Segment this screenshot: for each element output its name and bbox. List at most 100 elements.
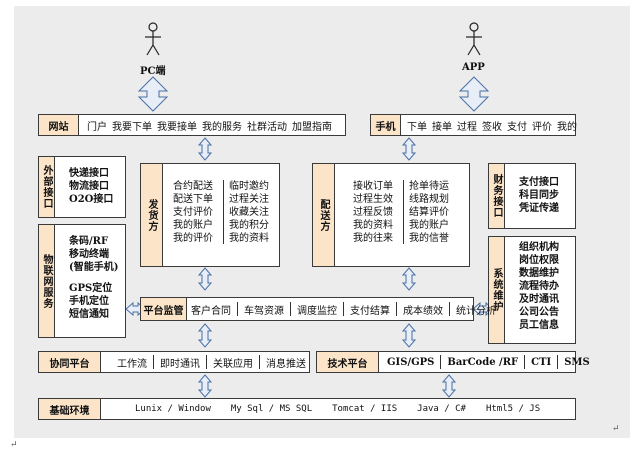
iot-item: 短信通知 — [69, 309, 109, 320]
pc-double-arrow-icon — [137, 76, 169, 112]
technical-platform-bar: 技术平台 GIS/GPS BarCode /RF CTI SMS — [316, 351, 590, 373]
platform-item[interactable]: 支付结算 — [350, 305, 390, 317]
platform-collab-arrow-icon — [197, 323, 213, 348]
sysmaint-item: 组织机构 — [519, 242, 559, 253]
base-item: Html5 / JS — [485, 404, 541, 414]
website-item[interactable]: 我的服务 — [202, 121, 242, 133]
mobile-item[interactable]: 我的 — [557, 121, 577, 133]
base-environment-label: 基础环境 — [39, 399, 101, 419]
collab-item: 关联应用 — [213, 358, 253, 370]
app-user-icon — [466, 22, 482, 56]
collab-base-arrow-icon — [197, 374, 213, 398]
courier-item[interactable]: 线路规划 — [409, 194, 449, 205]
platform-item[interactable]: 调度监控 — [297, 305, 337, 317]
website-item[interactable]: 社群活动 — [247, 121, 287, 133]
finance-interface-items: 支付接口 科目同步 凭证传递 — [519, 176, 559, 215]
external-interface-label: 外部接口 — [39, 157, 55, 217]
courier-left-items: 接收订单 过程生效 过程反馈 我的资料 我的往来 — [353, 180, 393, 245]
base-environment-items: Lunix / Window My Sql / MS SQL Tomcat / … — [135, 402, 540, 416]
iot-services-box: 物联网服务 条码/RF 移动终端 (智能手机) GPS定位 手机定位 短信通知 — [38, 224, 126, 338]
platform-tech-arrow-icon — [401, 323, 417, 348]
platform-supervision-items: 客户合同 车驾资源 调度监控 支付结算 成本绩效 统计分析 — [191, 302, 496, 317]
technical-platform-label: 技术平台 — [317, 352, 379, 372]
finance-interface-box: 财务接口 支付接口 科目同步 凭证传递 — [488, 163, 576, 229]
iot-item: GPS定位 — [69, 283, 113, 294]
app-double-arrow-icon — [458, 76, 490, 112]
mobile-label: 手机 — [371, 115, 401, 135]
tech-base-arrow-icon — [441, 374, 457, 398]
external-item: 物流接口 — [69, 181, 109, 192]
finance-item: 凭证传递 — [519, 203, 559, 214]
external-item: O2O接口 — [69, 194, 114, 205]
courier-item[interactable]: 过程生效 — [353, 194, 393, 205]
mobile-bar: 手机 下单 接单 过程 签收 支付 评价 我的 — [370, 114, 577, 136]
platform-supervision-label: 平台监管 — [141, 298, 187, 320]
platform-supervision-bar: 平台监管 客户合同 车驾资源 调度监控 支付结算 成本绩效 统计分析 — [140, 297, 496, 321]
shipper-item[interactable]: 收藏关注 — [229, 207, 269, 218]
finance-interface-label: 财务接口 — [489, 164, 505, 228]
tech-item: GIS/GPS — [387, 356, 435, 368]
shipper-item[interactable]: 配送下单 — [173, 194, 213, 205]
courier-item[interactable]: 过程反馈 — [353, 207, 393, 218]
platform-item[interactable]: 车驾资源 — [244, 305, 284, 317]
sysmaint-item: 岗位权限 — [519, 255, 559, 266]
shipper-item[interactable]: 我的评价 — [173, 233, 213, 244]
courier-platform-arrow-icon — [401, 267, 417, 291]
external-item: 快递接口 — [69, 168, 109, 179]
paragraph-mark-icon: ↵ — [612, 424, 620, 434]
sysmaint-item: 员工信息 — [519, 320, 559, 331]
base-environment-bar: 基础环境 Lunix / Window My Sql / MS SQL Tomc… — [38, 398, 576, 420]
base-item: My Sql / MS SQL — [230, 404, 313, 414]
website-shipper-arrow-icon — [197, 137, 213, 161]
courier-item[interactable]: 我的资料 — [353, 220, 393, 231]
collaboration-platform-bar: 协同平台 工作流 即时通讯 关联应用 消息推送 — [38, 351, 310, 373]
website-item[interactable]: 门户 — [87, 121, 107, 133]
iot-services-items: 条码/RF 移动终端 (智能手机) GPS定位 手机定位 短信通知 — [69, 235, 118, 321]
sysmaint-item: 数据维护 — [519, 268, 559, 279]
mobile-item[interactable]: 接单 — [432, 121, 452, 133]
shipper-item[interactable]: 合约配送 — [173, 181, 213, 192]
website-item[interactable]: 我要下单 — [112, 121, 152, 133]
sysmaint-item: 公司公告 — [519, 307, 559, 318]
shipper-item[interactable]: 我的资料 — [229, 233, 269, 244]
website-item[interactable]: 我要接单 — [157, 121, 197, 133]
shipper-item[interactable]: 我的账户 — [173, 220, 213, 231]
shipper-item[interactable]: 支付评价 — [173, 207, 213, 218]
platform-item[interactable]: 客户合同 — [191, 305, 231, 317]
courier-item[interactable]: 我的往来 — [353, 233, 393, 244]
platform-item[interactable]: 统计分析 — [456, 305, 496, 317]
mobile-item[interactable]: 支付 — [507, 121, 527, 133]
base-item: Lunix / Window — [135, 404, 211, 414]
courier-item[interactable]: 接收订单 — [353, 181, 393, 192]
collab-item: 工作流 — [117, 358, 147, 370]
courier-item[interactable]: 我的账户 — [409, 220, 449, 231]
iot-item: 条码/RF — [69, 236, 109, 247]
courier-item[interactable]: 结算评价 — [409, 207, 449, 218]
courier-item[interactable]: 抢单待运 — [409, 181, 449, 192]
system-maintenance-box: 系统维护 组织机构 岗位权限 数据维护 流程待办 及时通讯 公司公告 员工信息 — [488, 236, 576, 344]
pc-actor-label: PC端 — [140, 66, 166, 77]
shipper-label: 发货方 — [141, 164, 163, 266]
mobile-item[interactable]: 过程 — [457, 121, 477, 133]
shipper-item[interactable]: 过程关注 — [229, 194, 269, 205]
courier-box: 配送方 接收订单 过程生效 过程反馈 我的资料 我的往来 抢单待运 线路规划 结… — [312, 163, 470, 267]
website-bar: 网站 门户 我要下单 我要接单 我的服务 社群活动 加盟指南 — [38, 114, 346, 136]
shipper-item[interactable]: 我的积分 — [229, 220, 269, 231]
shipper-right-items: 临时邀约 过程关注 收藏关注 我的积分 我的资料 — [229, 180, 269, 245]
courier-item[interactable]: 我的信誉 — [409, 233, 449, 244]
pc-user-icon — [145, 22, 161, 56]
mobile-item[interactable]: 评价 — [532, 121, 552, 133]
iot-item — [69, 274, 118, 282]
tech-item: SMS — [564, 356, 590, 368]
system-maintenance-label: 系统维护 — [489, 237, 505, 343]
mobile-item[interactable]: 下单 — [407, 121, 427, 133]
website-item[interactable]: 加盟指南 — [292, 121, 332, 133]
courier-divider — [403, 180, 404, 244]
iot-item: (智能手机) — [69, 262, 119, 273]
base-item: Tomcat / IIS — [332, 404, 398, 414]
website-label: 网站 — [39, 115, 79, 135]
mobile-item[interactable]: 签收 — [482, 121, 502, 133]
platform-item[interactable]: 成本绩效 — [403, 305, 443, 317]
shipper-item[interactable]: 临时邀约 — [229, 181, 269, 192]
